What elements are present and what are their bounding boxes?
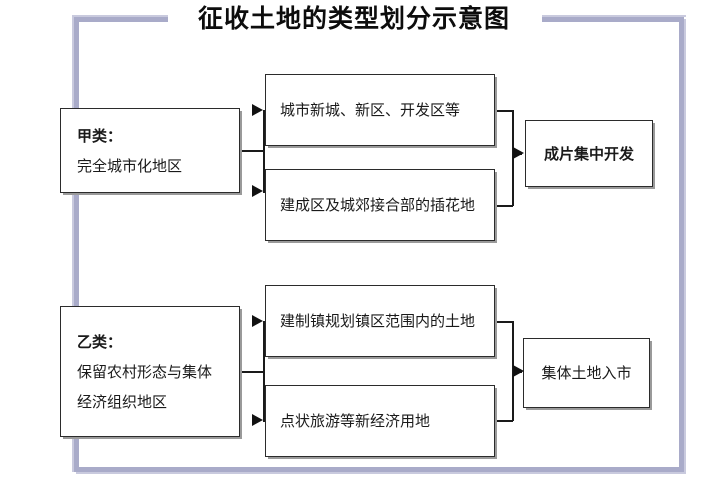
frame-bottom-highlight <box>76 472 686 474</box>
source-box-group-a[interactable]: 甲类： 完全城市化地区 <box>60 108 240 193</box>
branch-box-a2[interactable]: 建成区及城郊接合部的插花地 <box>265 169 495 241</box>
connector-a-spine <box>263 110 265 192</box>
arrow-to-outcome-b-icon <box>513 365 524 377</box>
source-heading-b: 乙类： <box>77 332 123 351</box>
branch-box-a1[interactable]: 城市新城、新区、开发区等 <box>265 74 495 146</box>
branch-label-b2: 点状旅游等新经济用地 <box>280 412 431 430</box>
frame-right-border <box>679 17 684 472</box>
connector-a2-merge-arm <box>495 205 513 207</box>
arrow-to-branch-b1-icon <box>252 315 263 327</box>
source-box-group-b[interactable]: 乙类： 保留农村形态与集体 经济组织地区 <box>60 306 240 437</box>
source-description-a: 完全城市化地区 <box>77 156 183 175</box>
source-description-b-line2: 经济组织地区 <box>77 392 168 411</box>
connector-b1-merge-arm <box>495 321 513 323</box>
arrow-to-branch-a1-icon <box>252 104 263 116</box>
outcome-box-group-a[interactable]: 成片集中开发 <box>525 120 653 187</box>
connector-a-stem <box>240 150 264 152</box>
connector-b-spine <box>263 321 265 421</box>
branch-box-b2[interactable]: 点状旅游等新经济用地 <box>265 385 495 457</box>
frame-bottom-border <box>74 467 684 472</box>
frame-left-highlight <box>72 15 74 472</box>
arrow-to-branch-a2-icon <box>252 185 263 197</box>
arrow-to-branch-b2-icon <box>252 414 263 426</box>
connector-b2-merge-arm <box>495 420 513 422</box>
branch-box-b1[interactable]: 建制镇规划镇区范围内的土地 <box>265 285 495 357</box>
outcome-label-b: 集体土地入市 <box>541 364 632 382</box>
arrow-to-outcome-a-icon <box>513 147 524 159</box>
outcome-label-a: 成片集中开发 <box>543 144 634 163</box>
connector-a1-merge-arm <box>495 110 513 112</box>
connector-a-merge-spine <box>512 110 514 206</box>
page-title: 征收土地的类型划分示意图 <box>197 4 510 33</box>
branch-label-a1: 城市新城、新区、开发区等 <box>280 101 461 119</box>
branch-label-a2: 建成区及城郊接合部的插花地 <box>280 196 476 214</box>
title-backdrop <box>168 2 542 36</box>
connector-b-stem <box>240 371 264 373</box>
outcome-box-group-b[interactable]: 集体土地入市 <box>523 338 650 408</box>
frame-right-highlight <box>684 19 686 474</box>
frame-left-border <box>74 17 79 472</box>
source-description-b-line1: 保留农村形态与集体 <box>77 362 213 381</box>
source-heading-a: 甲类： <box>77 126 123 145</box>
branch-label-b1: 建制镇规划镇区范围内的土地 <box>280 312 476 330</box>
